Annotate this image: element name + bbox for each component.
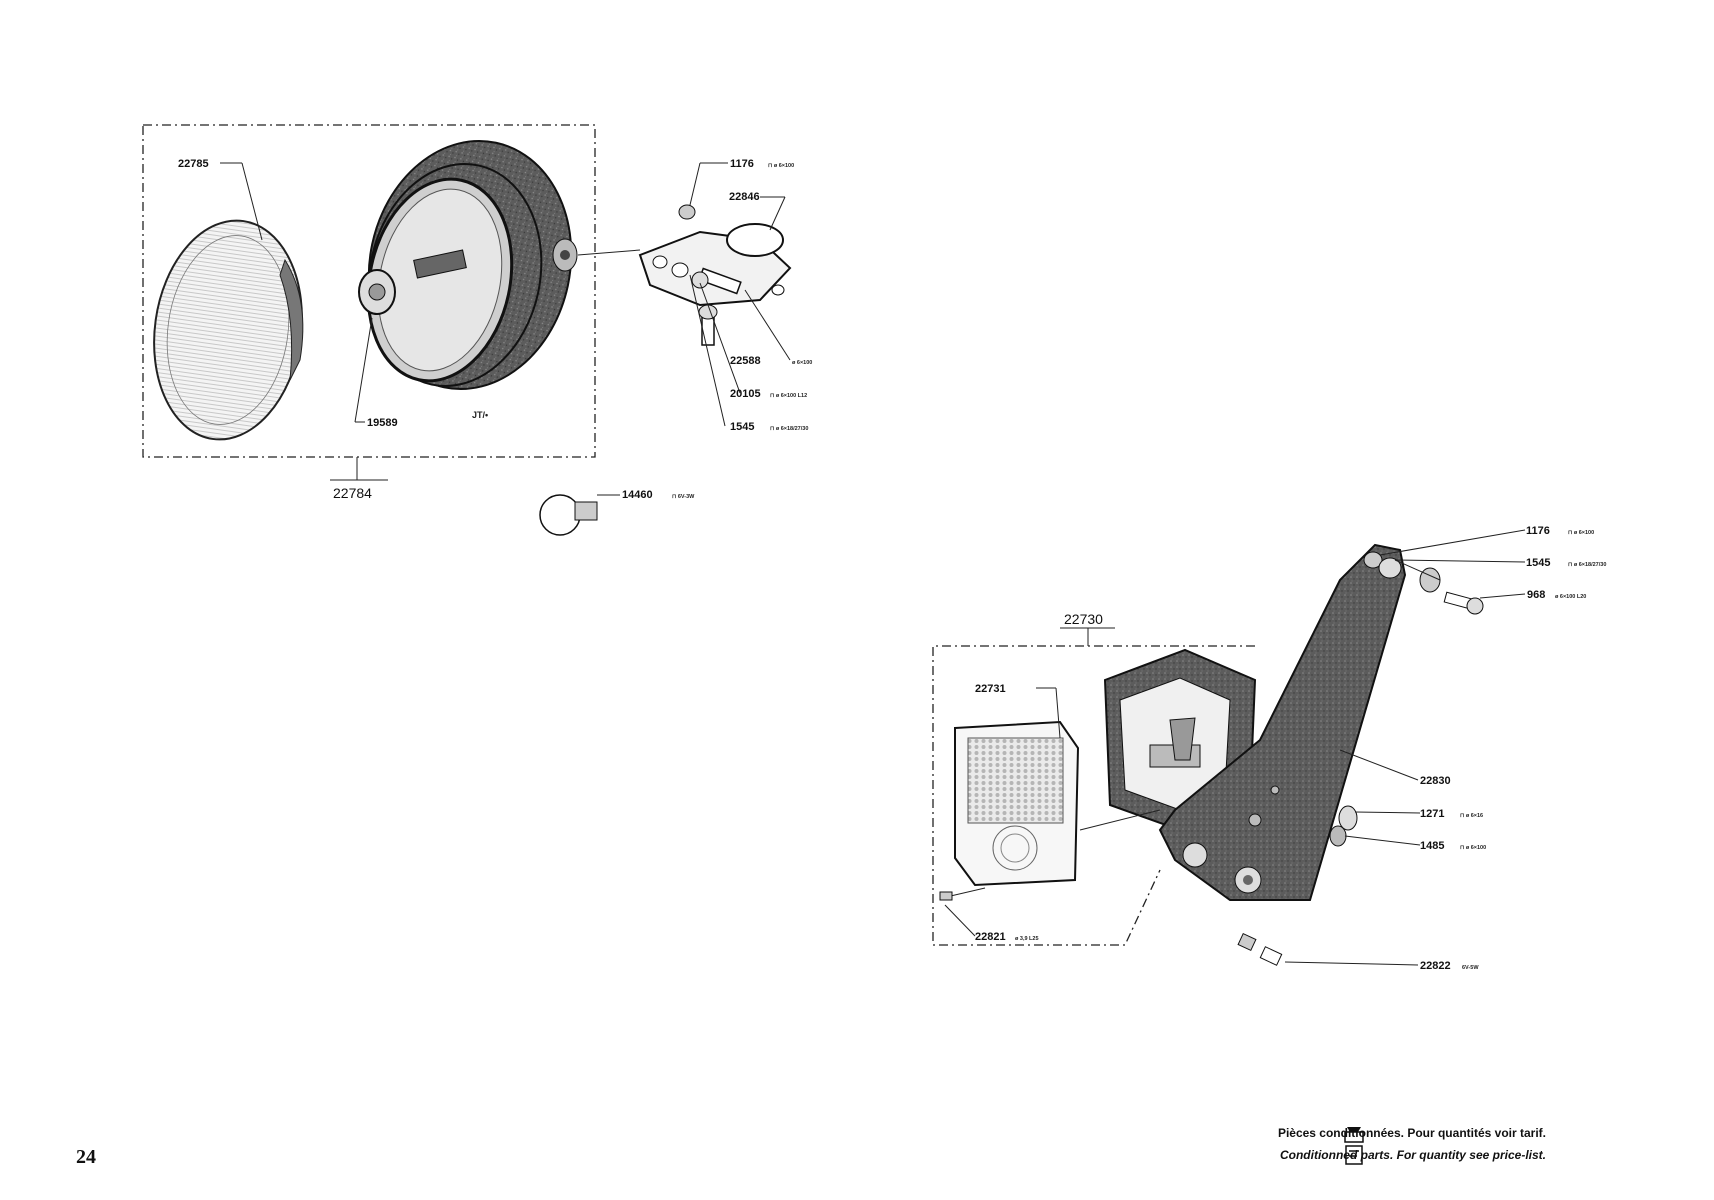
bushing — [1419, 567, 1441, 593]
label-22731: 22731 — [975, 683, 1006, 695]
bulb-22822 — [1237, 932, 1283, 966]
label-22588: 22588 — [730, 355, 761, 367]
spec-1545-tail: ⊓ ø 6×18/27/30 — [1568, 562, 1606, 568]
spec-22588: ø 6×100 — [792, 360, 812, 366]
page-number: 24 — [76, 1146, 96, 1168]
spec-1176-tail: ⊓ ø 6×100 — [1568, 530, 1594, 536]
footnote-french: Pièces conditionnées. Pour quantités voi… — [1277, 1126, 1546, 1140]
washer-1545-tail — [1378, 557, 1402, 579]
label-22846: 22846 — [729, 191, 760, 203]
taillamp-frame — [932, 645, 1255, 946]
headlamp-shell — [366, 139, 578, 391]
spec-20105: ⊓ ø 6×100 L12 — [770, 393, 807, 399]
spec-1176-head: ⊓ ø 6×100 — [768, 163, 794, 169]
label-968: 968 — [1527, 589, 1545, 601]
washer-1176-tail — [1363, 551, 1383, 569]
shell-mark: JT/• — [472, 410, 488, 420]
headlamp-frame — [142, 124, 596, 458]
spec-22822: 6V-5W — [1462, 965, 1479, 971]
bulb-14460 — [539, 494, 598, 536]
label-1485: 1485 — [1420, 840, 1444, 852]
label-22730: 22730 — [1064, 611, 1103, 627]
label-14460: 14460 — [622, 489, 653, 501]
nut-1485 — [1329, 825, 1347, 847]
spec-14460: ⊓ 6V-3W — [672, 494, 695, 500]
label-22785: 22785 — [178, 158, 209, 170]
taillamp-lens — [954, 720, 1080, 887]
license-plate-bracket — [1158, 543, 1407, 901]
mounting-bracket — [638, 223, 792, 307]
screw-20105 — [698, 304, 718, 346]
label-19589: 19589 — [367, 417, 398, 429]
spec-968: ø 6×100 L20 — [1555, 594, 1586, 600]
spec-1545-head: ⊓ ø 6×18/27/30 — [770, 426, 808, 432]
headlamp-assembly: 22784 22785 19589 JT/• — [142, 124, 812, 536]
washer-1176 — [678, 204, 696, 220]
label-20105: 20105 — [730, 388, 761, 400]
spec-1271: ⊓ ø 6×16 — [1460, 813, 1483, 819]
spec-1485: ⊓ ø 6×100 — [1460, 845, 1486, 851]
label-1545-head: 1545 — [730, 421, 754, 433]
label-22822: 22822 — [1420, 960, 1451, 972]
taillamp-assembly: 22730 22731 22821 ø 3,9 L25 — [932, 525, 1606, 972]
label-1271: 1271 — [1420, 808, 1444, 820]
label-1545-tail: 1545 — [1526, 557, 1550, 569]
screw-22588 — [691, 267, 742, 295]
label-1176-tail: 1176 — [1526, 525, 1550, 537]
label-1176-head: 1176 — [730, 158, 754, 170]
washer-1271 — [1338, 805, 1358, 831]
footnote-english: Conditionned parts. For quantity see pri… — [1279, 1148, 1546, 1162]
label-22830: 22830 — [1420, 775, 1451, 787]
side-bolt — [358, 269, 396, 315]
bolt-968 — [1443, 591, 1484, 615]
spec-22821: ø 3,9 L25 — [1015, 936, 1039, 942]
label-22784: 22784 — [333, 485, 372, 501]
headlamp-lens — [153, 219, 304, 441]
label-22821: 22821 — [975, 931, 1006, 943]
bag-icon — [1344, 1127, 1364, 1165]
